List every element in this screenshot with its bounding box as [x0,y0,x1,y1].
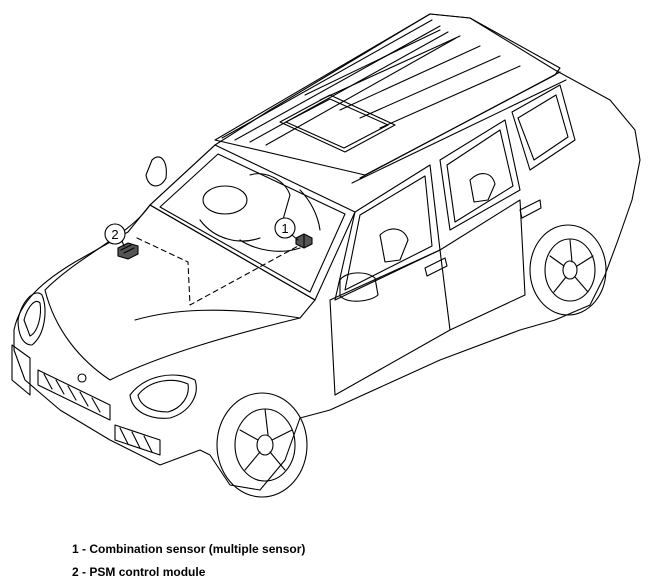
legend-item-label: Combination sensor (multiple sensor) [89,542,306,556]
rear-wheel [529,224,607,316]
side-windows [334,84,576,301]
signal-line [136,237,301,306]
psm-control-module-component [117,242,139,260]
callout-1-number: 1 [281,221,288,236]
callout-1 [274,217,299,241]
legend: 1 - Combination sensor (multiple sensor)… [72,538,305,584]
legend-item-1: 1 - Combination sensor (multiple sensor) [72,538,305,561]
car-body-outline [13,13,641,491]
doors [329,199,542,396]
legend-item-2: 2 - PSM control module [72,561,305,584]
legend-separator: - [78,565,90,579]
legend-item-number: 2 [72,565,79,579]
legend-item-number: 1 [72,542,79,556]
headlights [17,292,197,419]
combination-sensor-component [295,233,313,249]
legend-separator: - [78,542,90,556]
side-mirror [145,156,379,302]
hood [44,204,316,381]
callout-2-number: 2 [111,227,118,242]
legend-item-label: PSM control module [89,565,206,579]
front-grille [11,344,161,456]
callout-2 [104,223,126,247]
vehicle-component-location-diagram: 1 2 [11,13,641,498]
front-wheel [216,392,308,498]
